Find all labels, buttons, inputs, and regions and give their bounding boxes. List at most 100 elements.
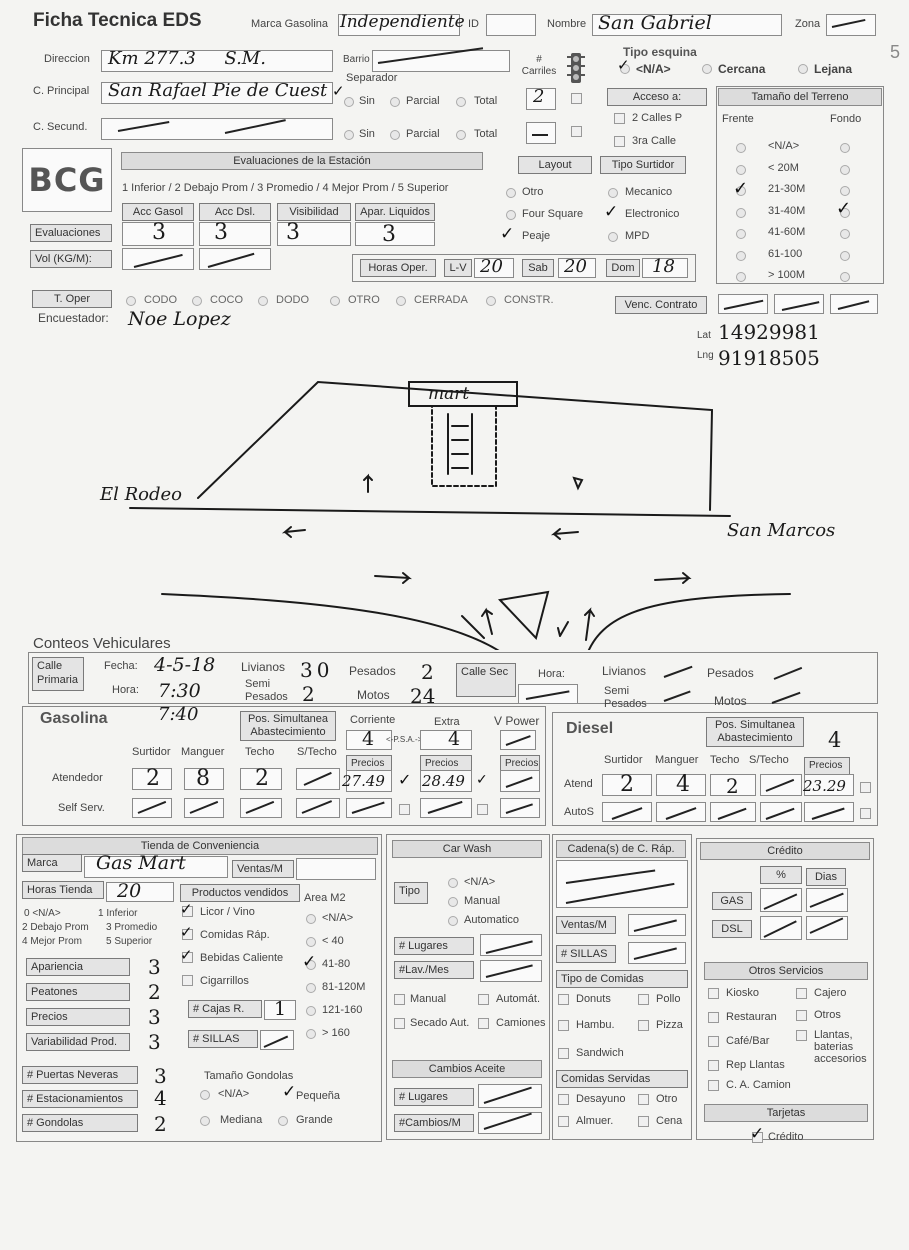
oper-radio-2[interactable] [258, 296, 268, 306]
oper-radio-0[interactable] [126, 296, 136, 306]
diesel-autos-precio-check[interactable] [860, 808, 871, 819]
gas-atend-stecho-field[interactable] [296, 768, 340, 790]
terreno-fondo-radio-3[interactable] [840, 207, 850, 218]
acceso-button[interactable]: Acceso a: [607, 88, 707, 106]
diesel-atend-surtidor-field[interactable] [602, 774, 652, 796]
terreno-fondo-radio-2[interactable] [840, 186, 850, 196]
oper-radio-5[interactable] [486, 296, 496, 306]
terreno-frente-radio-4[interactable] [736, 229, 746, 239]
barrio-field[interactable] [372, 50, 510, 72]
vpower-psa-field[interactable] [500, 730, 536, 750]
diesel-atend-techo-field[interactable] [710, 774, 756, 796]
gondola-na-radio[interactable] [200, 1090, 210, 1100]
carriles-principal-field[interactable] [526, 88, 556, 110]
precio-vpower-field[interactable] [500, 770, 540, 792]
otros-check-5[interactable] [796, 1030, 807, 1041]
terreno-fondo-radio-1[interactable] [840, 164, 850, 175]
carwash-na-radio[interactable] [448, 878, 458, 888]
horas-lv-field[interactable] [474, 258, 514, 278]
carriles-secund-field[interactable] [526, 122, 556, 144]
producto-check-2[interactable] [182, 952, 193, 963]
c-principal-field[interactable] [101, 82, 333, 104]
diesel-autos-stecho-field[interactable] [760, 802, 802, 822]
layout-otro-radio[interactable] [506, 188, 516, 198]
eval-col-apar-liquidos[interactable]: Apar. Liquidos [355, 203, 435, 221]
cadena-sillas-field[interactable] [628, 942, 686, 964]
gas-atend-manguer-field[interactable] [184, 768, 224, 790]
eval-visibilidad-field[interactable] [277, 222, 351, 246]
terreno-fondo-radio-5[interactable] [840, 250, 850, 261]
gas-self-precio-extra-field[interactable] [420, 798, 472, 818]
diesel-autos-techo-field[interactable] [710, 802, 756, 822]
vol-acc-gasol-field[interactable] [122, 248, 194, 270]
credito-gas-dias-field[interactable] [806, 888, 848, 912]
terreno-frente-radio-5[interactable] [736, 250, 746, 261]
cadena-ventas-field[interactable] [628, 914, 686, 936]
eval-col-acc-dsl[interactable]: Acc Dsl. [199, 203, 271, 221]
producto-check-1[interactable] [182, 929, 193, 940]
gas-self-surtidor-field[interactable] [132, 798, 172, 818]
terreno-frente-radio-2[interactable] [736, 186, 746, 196]
surtidor-mecanico-radio[interactable] [608, 188, 618, 198]
horas-sab-field[interactable] [558, 258, 596, 278]
tienda-horas-field[interactable] [106, 882, 174, 902]
gas-self-precio-vpower-field[interactable] [500, 798, 540, 818]
separador-total-radio[interactable] [456, 97, 466, 107]
id-field[interactable] [486, 14, 536, 36]
tercera-calle-check[interactable] [614, 136, 625, 147]
servida-almuer-check[interactable] [558, 1116, 569, 1127]
layout-four-square-radio[interactable] [506, 210, 516, 220]
eval-acc-dsl-field[interactable] [199, 222, 271, 246]
venc-contrato-field-1[interactable] [718, 294, 768, 314]
terreno-frente-radio-1[interactable] [736, 164, 746, 175]
tienda-sillas-field[interactable] [260, 1030, 294, 1050]
tienda-ventas-field[interactable] [296, 858, 376, 880]
credito-gas-pct-field[interactable] [760, 888, 802, 912]
terreno-frente-radio-6[interactable] [736, 272, 746, 282]
oper-radio-3[interactable] [330, 296, 340, 306]
area-radio-4[interactable] [306, 1006, 316, 1016]
marca-gasolina-field[interactable] [338, 14, 460, 36]
diesel-precio-field[interactable] [804, 774, 854, 796]
producto-check-3[interactable] [182, 975, 193, 986]
horas-dom-field[interactable] [642, 258, 688, 278]
terreno-frente-radio-3[interactable] [736, 207, 746, 218]
gas-self-manguer-field[interactable] [184, 798, 224, 818]
otros-check-3[interactable] [796, 1010, 807, 1021]
eval-apar-liquidos-field[interactable] [355, 222, 435, 246]
surtidor-mpd-radio[interactable] [608, 232, 618, 242]
zona-field[interactable] [826, 14, 876, 36]
comida-pizza-check[interactable] [638, 1020, 649, 1031]
extra-psa-field[interactable] [420, 730, 472, 750]
esquina-lejana-radio[interactable] [798, 64, 808, 74]
venc-contrato-field-2[interactable] [774, 294, 824, 314]
comida-pollo-check[interactable] [638, 994, 649, 1005]
carwash-secado-check[interactable] [394, 1018, 405, 1029]
terreno-fondo-radio-0[interactable] [840, 143, 850, 153]
secund-sin-radio[interactable] [344, 130, 354, 140]
c-secund-field[interactable] [101, 118, 333, 140]
carwash-manual-radio[interactable] [448, 897, 458, 907]
gas-atend-techo-field[interactable] [240, 768, 282, 790]
aceite-cambios-field[interactable] [478, 1112, 542, 1134]
gas-atend-surtidor-field[interactable] [132, 768, 172, 790]
hora-sec-field[interactable] [518, 684, 578, 704]
terreno-fondo-radio-4[interactable] [840, 229, 850, 239]
servida-cena-check[interactable] [638, 1116, 649, 1127]
oper-radio-4[interactable] [396, 296, 406, 306]
diesel-atend-stecho-field[interactable] [760, 774, 802, 796]
area-radio-1[interactable] [306, 937, 316, 947]
vol-acc-dsl-field[interactable] [199, 248, 271, 270]
precio-extra-field[interactable] [420, 770, 472, 792]
oper-radio-1[interactable] [192, 296, 202, 306]
diesel-precio-check[interactable] [860, 782, 871, 793]
carwash-manual-check[interactable] [394, 994, 405, 1005]
diesel-autos-precio-field[interactable] [804, 802, 854, 822]
terreno-frente-radio-0[interactable] [736, 143, 746, 153]
area-radio-3[interactable] [306, 983, 316, 993]
gas-self-precio-corriente-field[interactable] [346, 798, 392, 818]
gas-self-stecho-field[interactable] [296, 798, 340, 818]
carriles-secund-check[interactable] [571, 126, 582, 137]
gondola-grande-radio[interactable] [278, 1116, 288, 1126]
area-radio-0[interactable] [306, 914, 316, 924]
